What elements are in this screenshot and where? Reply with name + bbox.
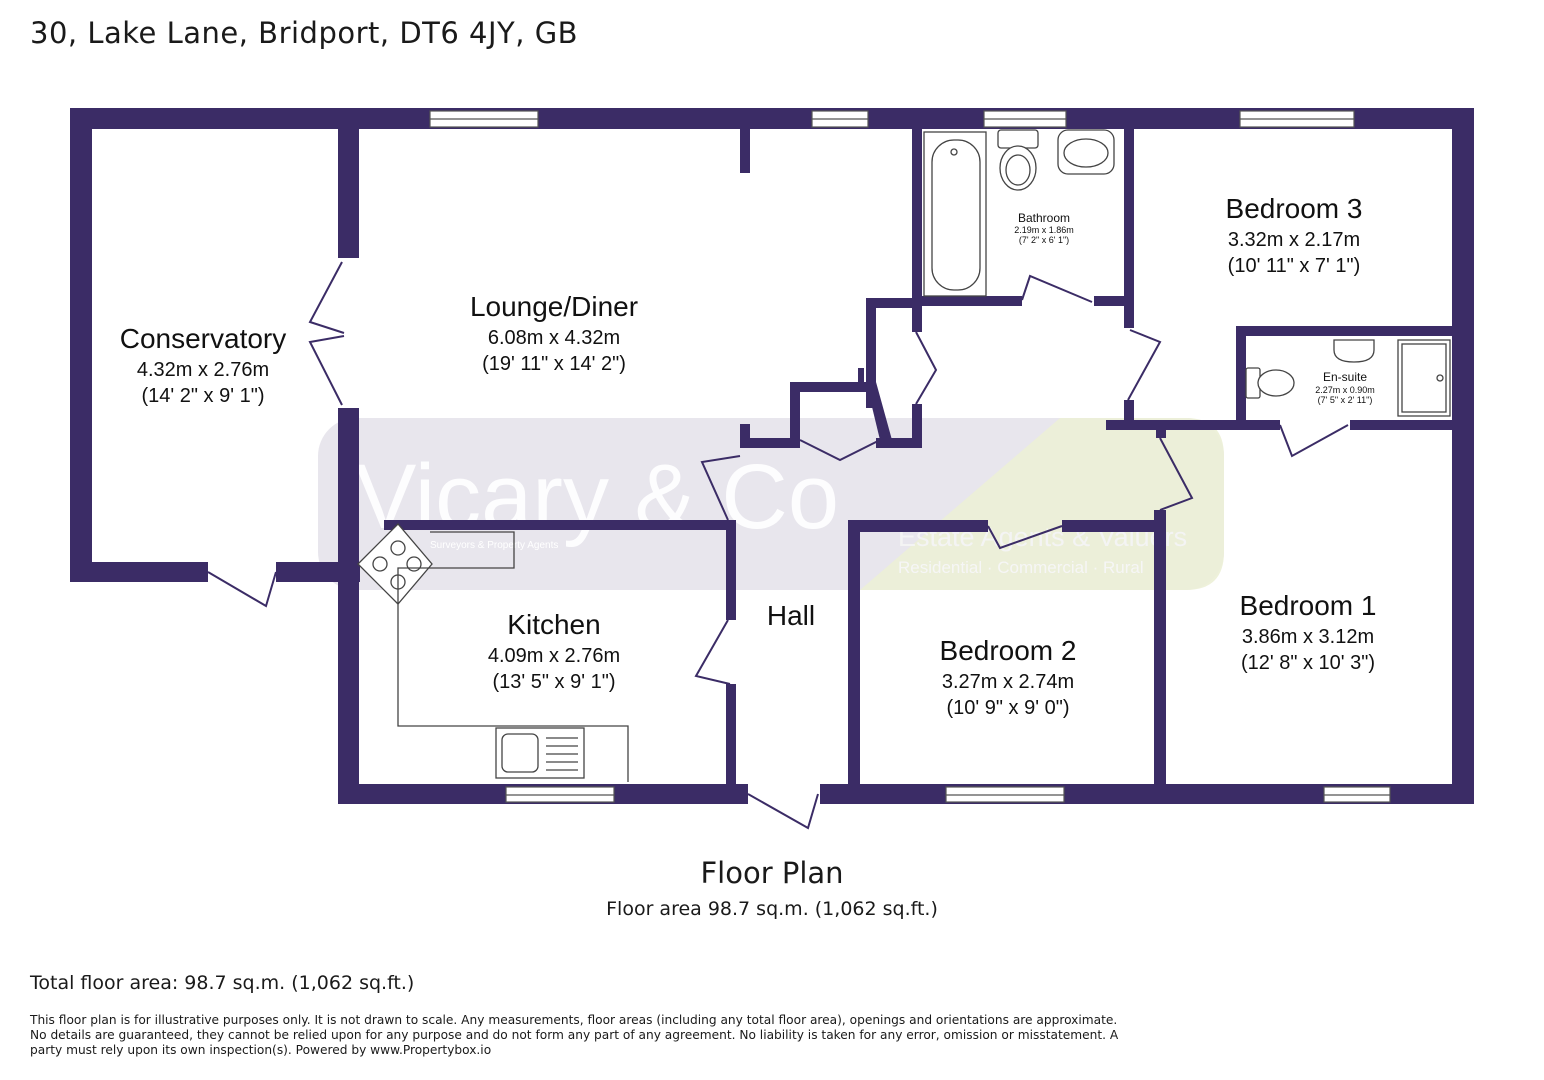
bathroom-imperial: (7' 2" x 6' 1"): [1019, 235, 1069, 245]
bedroom3-name: Bedroom 3: [1226, 193, 1363, 224]
hob-icon: [357, 523, 433, 605]
lounge-metric: 6.08m x 4.32m: [488, 327, 620, 349]
ensuite-metric: 2.27m x 0.90m: [1315, 385, 1375, 395]
plan-title: Floor Plan: [700, 856, 844, 890]
kitchen-imperial: (13' 5" x 9' 1"): [493, 671, 616, 693]
kitchen-worktop: [397, 531, 629, 782]
conservatory-name: Conservatory: [120, 323, 287, 354]
bedroom1-imperial: (12' 8" x 10' 3"): [1241, 652, 1375, 674]
watermark: Vicary & Co Surveyors & Property Agents …: [318, 418, 1224, 590]
bedroom2-imperial: (10' 9" x 9' 0"): [947, 697, 1070, 719]
door-cupboard: [915, 331, 938, 405]
toilet-icon: [997, 129, 1039, 191]
door-hall-lounge: [700, 455, 741, 521]
doors: [207, 261, 1349, 830]
hall-name: Hall: [767, 600, 815, 631]
conservatory-imperial: (14' 2" x 9' 1"): [142, 385, 265, 407]
watermark-brand: Vicary & Co: [355, 446, 839, 548]
plan-floor-area: Floor area 98.7 sq.m. (1,062 sq.ft.): [606, 898, 938, 920]
kitchen-name: Kitchen: [507, 609, 600, 640]
door-kitchen: [694, 619, 731, 685]
door-cupboard-2: [799, 439, 881, 462]
fixtures: [357, 129, 1451, 782]
door-bedroom3: [1127, 329, 1162, 401]
ensuite-name: En-suite: [1323, 370, 1367, 384]
room-labels: Conservatory 4.32m x 2.76m (14' 2" x 9' …: [120, 193, 1377, 719]
total-floor-area: Total floor area: 98.7 sq.m. (1,062 sq.f…: [30, 972, 415, 994]
bathroom-name: Bathroom: [1018, 211, 1070, 225]
door-bedroom2: [987, 525, 1063, 550]
door-conservatory-lounge: [308, 261, 345, 406]
lounge-name: Lounge/Diner: [470, 291, 638, 322]
ensuite-toilet-icon: [1245, 367, 1295, 399]
kitchen-metric: 4.09m x 2.76m: [488, 645, 620, 667]
door-bedroom1: [1159, 437, 1194, 511]
ensuite-basin-icon: [1333, 339, 1375, 363]
disclaimer: This floor plan is for illustrative purp…: [30, 1013, 1119, 1057]
bedroom2-name: Bedroom 2: [940, 635, 1077, 666]
bathroom-metric: 2.19m x 1.86m: [1014, 225, 1074, 235]
door-front: [747, 793, 819, 830]
bedroom2-metric: 3.27m x 2.74m: [942, 671, 1074, 693]
bedroom3-imperial: (10' 11" x 7' 1"): [1228, 255, 1361, 277]
windows: [429, 110, 1391, 803]
watermark-small: Surveyors & Property Agents: [430, 540, 558, 551]
conservatory-metric: 4.32m x 2.76m: [137, 359, 269, 381]
property-address: 30, Lake Lane, Bridport, DT6 4JY, GB: [30, 16, 579, 50]
lounge-imperial: (19' 11" x 14' 2"): [482, 353, 626, 375]
shower-icon: [1397, 339, 1451, 417]
watermark-sub: Residential · Commercial · Rural: [898, 558, 1144, 577]
bedroom1-metric: 3.86m x 3.12m: [1242, 626, 1374, 648]
bedroom1-name: Bedroom 1: [1240, 590, 1377, 621]
basin-icon: [1057, 129, 1115, 175]
door-ensuite: [1279, 424, 1349, 458]
sink-icon: [495, 727, 585, 779]
bedroom3-metric: 3.32m x 2.17m: [1228, 229, 1360, 251]
ensuite-imperial: (7' 5" x 2' 11"): [1318, 395, 1373, 405]
door-conservatory-garden: [207, 571, 277, 608]
door-bathroom: [1021, 274, 1093, 303]
